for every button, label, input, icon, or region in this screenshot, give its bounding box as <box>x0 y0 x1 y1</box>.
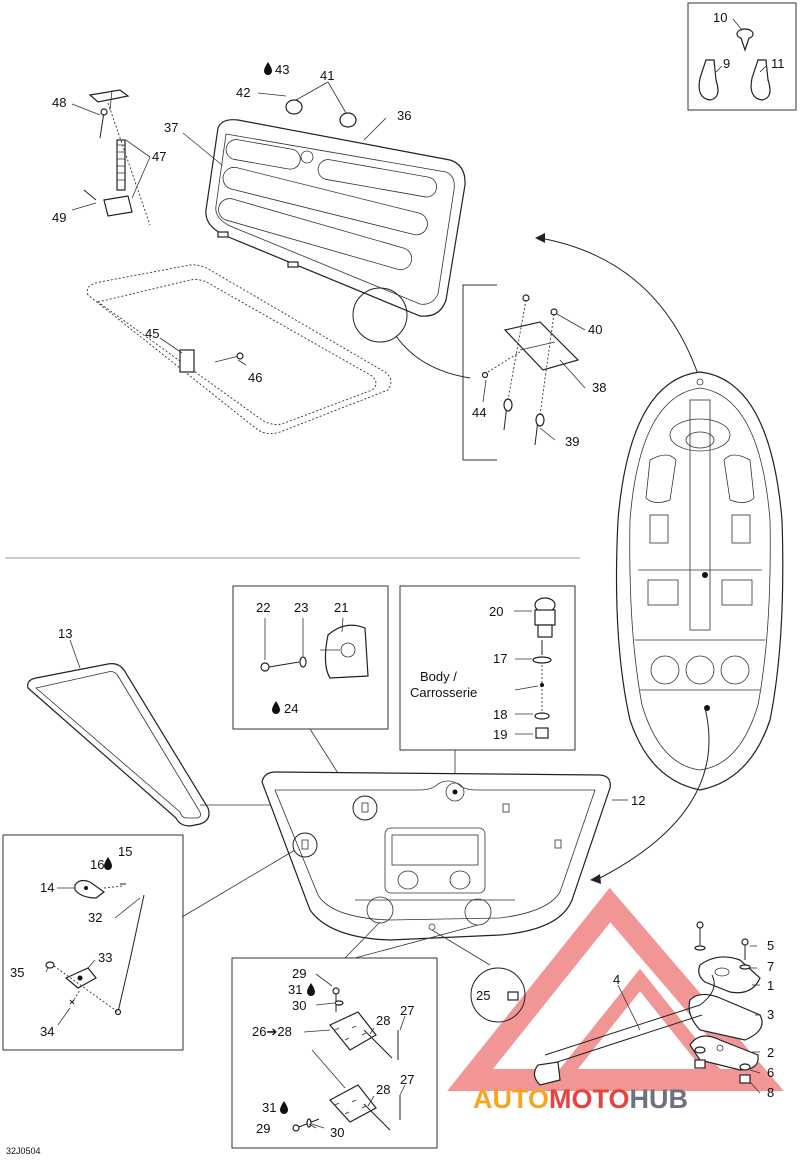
seal-13 <box>27 663 210 827</box>
label-30-lower: 30 <box>330 1125 344 1140</box>
label-22: 22 <box>256 600 270 615</box>
storage-opening-outline <box>86 264 392 435</box>
body-label-line2: Carrosserie <box>410 685 477 700</box>
clip-11 <box>750 59 771 101</box>
label-10: 10 <box>713 10 727 25</box>
hull-top-view <box>615 371 784 791</box>
stopper-inset-box <box>399 585 576 751</box>
label-19: 19 <box>493 727 507 742</box>
label-34: 34 <box>40 1024 54 1039</box>
label-30-upper: 30 <box>292 998 306 1013</box>
label-29-lower: 29 <box>256 1121 270 1136</box>
label-48: 48 <box>52 95 66 110</box>
gas-strut-assembly <box>45 879 145 1016</box>
hinge-plate-21 <box>320 624 369 679</box>
hinge-bolt-inset-box <box>232 585 389 730</box>
label-47: 47 <box>152 149 166 164</box>
label-17: 17 <box>493 651 507 666</box>
label-11: 11 <box>771 56 785 71</box>
label-15: 15 <box>118 844 132 859</box>
screw-10 <box>736 28 754 52</box>
label-28-upper: 28 <box>376 1013 390 1028</box>
gas-strut-inset-box <box>2 834 184 1051</box>
label-6: 6 <box>767 1065 774 1080</box>
label-31-lower: 31 <box>262 1100 276 1115</box>
label-36: 36 <box>397 108 411 123</box>
label-27-upper: 27 <box>400 1003 414 1018</box>
washer-17 <box>532 656 552 664</box>
watermark-text: AUTOMOTOHUB <box>473 1084 688 1114</box>
reference-arrow <box>539 237 701 381</box>
body-label-line1: Body / <box>420 669 457 684</box>
label-23: 23 <box>294 600 308 615</box>
label-33: 33 <box>98 950 112 965</box>
label-26-28: 26➔28 <box>252 1024 292 1039</box>
label-8: 8 <box>767 1085 774 1100</box>
label-5: 5 <box>767 938 774 953</box>
label-13: 13 <box>58 626 72 641</box>
stopper-20 <box>534 597 556 655</box>
watermark-logo <box>447 887 784 1091</box>
label-21: 21 <box>334 600 348 615</box>
label-4: 4 <box>613 972 620 987</box>
callout-circle <box>352 287 408 343</box>
label-39: 39 <box>565 434 579 449</box>
label-29-upper: 29 <box>292 966 306 981</box>
drain-plug-callout <box>470 967 526 1023</box>
hinge-spring-assembly <box>83 89 151 226</box>
label-1: 1 <box>767 978 774 993</box>
label-14: 14 <box>40 880 54 895</box>
label-32: 32 <box>88 910 102 925</box>
label-43: 43 <box>275 62 289 77</box>
label-41: 41 <box>320 68 334 83</box>
label-27-lower: 27 <box>400 1072 414 1087</box>
label-12: 12 <box>631 793 645 808</box>
hinge-inset-box <box>231 957 438 1149</box>
label-7: 7 <box>767 959 774 974</box>
label-18: 18 <box>493 707 507 722</box>
figure-reference: 32J0504 <box>6 1146 41 1156</box>
watermark-part2: MOTO <box>549 1084 630 1114</box>
washer-23 <box>299 656 307 668</box>
label-9: 9 <box>723 56 730 71</box>
hatch-cover <box>205 119 466 317</box>
label-25: 25 <box>476 988 490 1003</box>
label-45: 45 <box>145 326 159 341</box>
label-35: 35 <box>10 965 24 980</box>
latch-45 <box>179 349 195 373</box>
label-28-lower: 28 <box>376 1082 390 1097</box>
label-37: 37 <box>164 120 178 135</box>
washer-18 <box>534 712 550 720</box>
latch-bracket-38 <box>481 294 580 446</box>
label-38: 38 <box>592 380 606 395</box>
label-2: 2 <box>767 1045 774 1060</box>
label-44: 44 <box>472 405 486 420</box>
clip-9 <box>698 59 719 101</box>
label-46: 46 <box>248 370 262 385</box>
hinge-upper <box>329 987 399 1060</box>
nut-19 <box>535 727 549 739</box>
drain-plug-25 <box>507 991 519 1001</box>
callout-labels: 10 9 11 43 41 42 36 37 48 47 49 40 45 46… <box>10 10 785 1140</box>
screw-22 <box>260 661 300 672</box>
label-31-upper: 31 <box>288 982 302 997</box>
label-42: 42 <box>236 85 250 100</box>
label-16: 16 <box>90 857 104 872</box>
label-3: 3 <box>767 1007 774 1022</box>
clamp-assembly <box>533 921 763 1086</box>
clip-inset-box <box>687 2 797 111</box>
label-40: 40 <box>588 322 602 337</box>
storage-bin-12 <box>261 771 611 941</box>
watermark-part3: HUB <box>630 1084 689 1114</box>
label-20: 20 <box>489 604 503 619</box>
grommet-41 <box>285 99 357 128</box>
label-49: 49 <box>52 210 66 225</box>
label-24: 24 <box>284 701 298 716</box>
hinge-lower <box>292 1084 401 1132</box>
adhesive-drop-icon <box>104 62 315 1114</box>
watermark-part1: AUTO <box>473 1084 549 1114</box>
